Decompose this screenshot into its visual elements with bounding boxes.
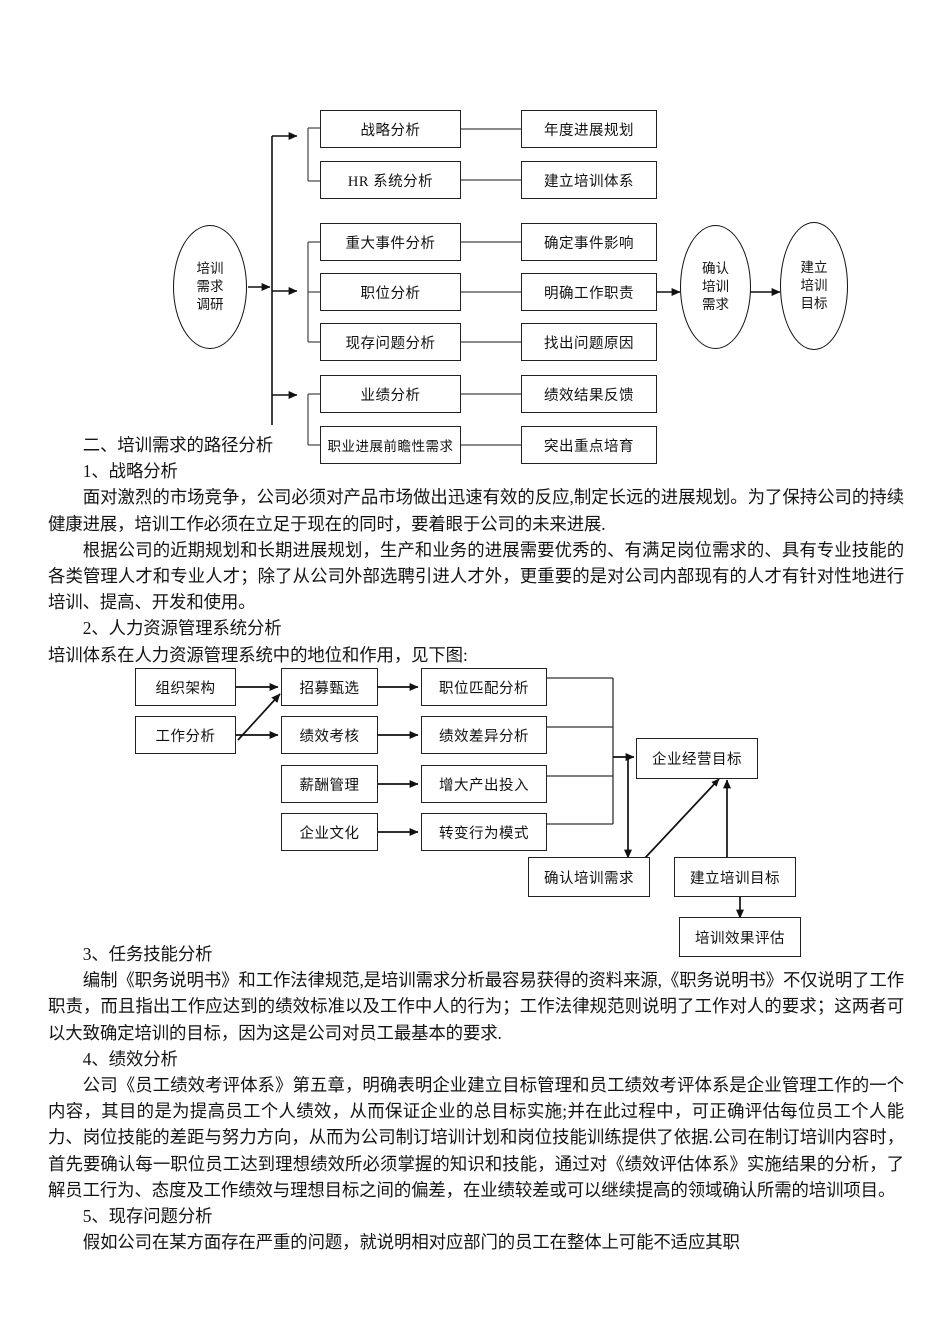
node-determine-event-impact: 确定事件影响 (521, 223, 657, 261)
node-hr-system-analysis: HR 系统分析 (320, 161, 461, 199)
section-4-para-1: 公司《员工绩效考评体系》第五章，明确表明企业建立目标管理和员工绩效考评体系是企业… (48, 1075, 904, 1200)
node-training-needs-survey: 培训 需求 调研 (173, 225, 247, 349)
node-performance-analysis: 业绩分析 (320, 375, 461, 413)
ellipse-line: 培训 (196, 260, 224, 276)
node-compensation-management: 薪酬管理 (281, 765, 378, 803)
ellipse-line: 调研 (196, 297, 224, 313)
node-major-event-analysis: 重大事件分析 (320, 223, 461, 261)
section-5-heading: 5、现存问题分析 (82, 1206, 213, 1227)
ellipse-line: 培训 (702, 278, 729, 294)
ellipse-line: 需求 (196, 278, 224, 294)
node-increase-output-input: 增大产出投入 (421, 765, 547, 803)
node-position-analysis: 职位分析 (320, 273, 461, 311)
node-performance-feedback: 绩效结果反馈 (521, 375, 657, 413)
section-2-heading: 二、培训需求的路径分析 (82, 435, 273, 455)
node-build-training-goal: 建立培训目标 (674, 857, 796, 897)
node-job-analysis: 工作分析 (135, 716, 236, 754)
ellipse-line: 确认 (702, 260, 729, 276)
body-text-lower: 3、任务技能分析 编制《职务说明书》和工作法律规范,是培训需求分析最容易获得的资… (48, 941, 904, 1255)
node-recruitment-selection: 招募甄选 (281, 668, 378, 706)
node-confirm-training-need: 确认培训需求 (528, 857, 650, 897)
section-1-para-1: 面对激烈的市场竞争，公司必须对产品市场做出迅速有效的反应,制定长远的进展规划。为… (48, 487, 904, 534)
diagram-training-needs-path: 培训 需求 调研 战略分析 年度进展规划 HR 系统分析 建立培训体系 重大事件… (0, 0, 950, 470)
node-annual-progress-plan: 年度进展规划 (521, 110, 657, 148)
section-2b-heading: 2、人力资源管理系统分析 (82, 618, 282, 639)
section-5-para-1: 假如公司在某方面存在严重的问题，就说明相对应部门的员工在整体上可能不适应其职 (82, 1232, 740, 1253)
node-position-match-analysis: 职位匹配分析 (421, 668, 547, 706)
section-1-para-2: 根据公司的近期规划和长期进展规划，生产和业务的进展需要优秀的、有满足岗位需求的、… (48, 539, 904, 613)
node-build-training-system: 建立培训体系 (521, 161, 657, 199)
node-clarify-job-duties: 明确工作职责 (521, 273, 657, 311)
node-business-goal: 企业经营目标 (636, 738, 758, 779)
node-org-structure: 组织架构 (135, 668, 236, 706)
body-text-upper: 二、培训需求的路径分析 1、战略分析 面对激烈的市场竞争，公司必须对产品市场做出… (48, 432, 904, 668)
node-existing-problem-analysis: 现存问题分析 (320, 323, 461, 361)
ellipse-line: 培训 (800, 277, 828, 293)
node-performance-appraisal: 绩效考核 (281, 716, 378, 754)
ellipse-line: 目标 (800, 296, 828, 312)
node-corporate-culture: 企业文化 (281, 813, 378, 851)
node-training-effect-evaluation: 培训效果评估 (679, 917, 801, 957)
node-career-forward-needs: 职业进展前瞻性需求 (320, 426, 461, 464)
node-strategy-analysis: 战略分析 (320, 110, 461, 148)
node-change-behavior-pattern: 转变行为模式 (421, 813, 547, 851)
section-1-heading: 1、战略分析 (82, 461, 178, 482)
section-4-heading: 4、绩效分析 (82, 1048, 178, 1069)
ellipse-line: 需求 (702, 297, 729, 313)
section-2-para-1: 培训体系在人力资源管理系统中的地位和作用，见下图: (48, 644, 468, 665)
node-highlight-key-cultivation: 突出重点培育 (521, 426, 657, 464)
node-find-problem-cause: 找出问题原因 (521, 323, 657, 361)
ellipse-line: 建立 (800, 259, 828, 275)
node-confirm-training-needs: 确认 培训 需求 (680, 225, 751, 349)
section-3-heading: 3、任务技能分析 (82, 944, 213, 964)
node-establish-training-goal: 建立 培训 目标 (780, 222, 848, 350)
node-performance-gap-analysis: 绩效差异分析 (421, 716, 547, 754)
section-3-para-1: 编制《职务说明书》和工作法律规范,是培训需求分析最容易获得的资料来源,《职务说明… (48, 970, 904, 1043)
